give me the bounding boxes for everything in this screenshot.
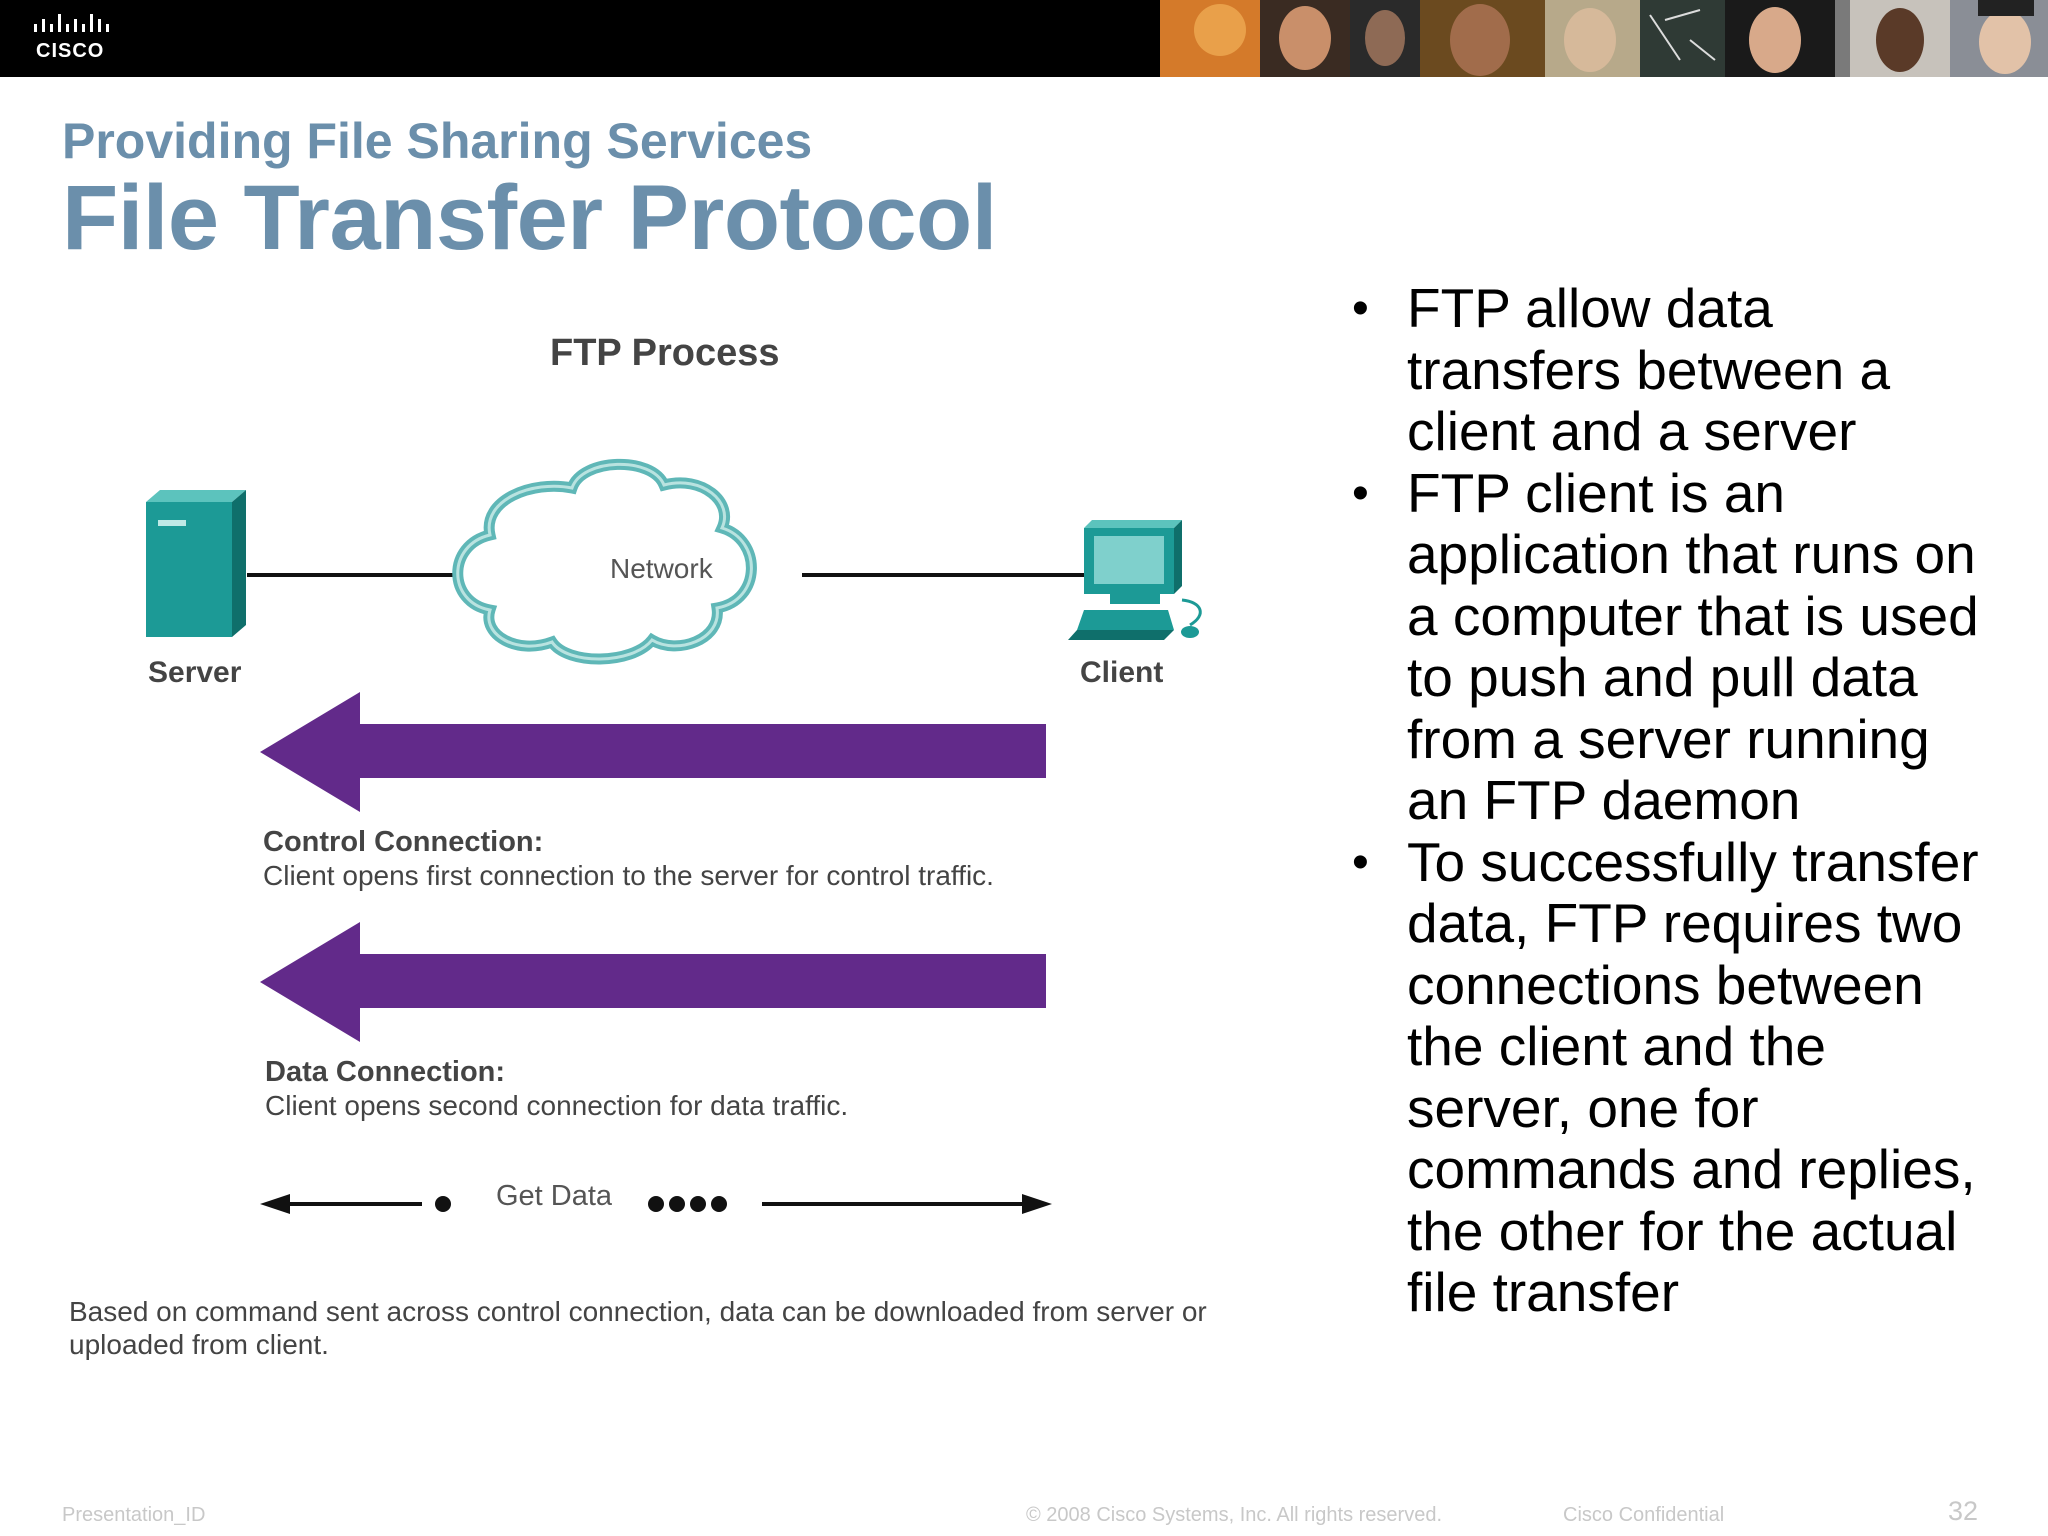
- footer-presentation-id: Presentation_ID: [62, 1504, 206, 1526]
- slide-subtitle: Providing File Sharing Services: [62, 113, 813, 169]
- page-number: 32: [1948, 1496, 1979, 1526]
- data-connection-text: Client opens second connection for data …: [265, 1090, 849, 1121]
- cisco-logo-bars-icon: [34, 14, 109, 32]
- bullet-text: To successfully transfer data, FTP requi…: [1407, 830, 1979, 1323]
- client-label: Client: [1080, 656, 1164, 689]
- control-connection-heading: Control Connection:: [263, 826, 544, 858]
- diagram-note: Based on command sent across control con…: [69, 1296, 1207, 1360]
- control-connection-arrow: [260, 692, 1046, 812]
- logo-text: CISCO: [36, 40, 105, 62]
- bullet-dot-icon: •: [1352, 835, 1369, 889]
- bullet-dot-icon: •: [1352, 466, 1369, 520]
- control-connection-text: Client opens first connection to the ser…: [263, 860, 994, 891]
- diagram-title: FTP Process: [550, 332, 780, 374]
- client-computer-icon: [1068, 520, 1202, 640]
- data-connection-heading: Data Connection:: [265, 1056, 506, 1088]
- network-label: Network: [610, 553, 713, 584]
- photo-strip-image: [1160, 0, 2048, 77]
- server-label: Server: [148, 656, 242, 689]
- header-bar: CISCO: [0, 0, 2048, 77]
- bullet-text: FTP allow data transfers between a clien…: [1407, 277, 1891, 462]
- footer-confidential: Cisco Confidential: [1563, 1504, 1725, 1526]
- get-data-arrow: [260, 1194, 1052, 1214]
- bullet-item: • FTP client is an application that runs …: [1352, 461, 2002, 832]
- footer-copyright: © 2008 Cisco Systems, Inc. All rights re…: [1026, 1504, 1443, 1526]
- ftp-process-diagram: FTP Process Network Server Client Contro…: [62, 280, 1282, 1390]
- slide-title: File Transfer Protocol: [62, 167, 997, 269]
- data-connection-arrow: [260, 922, 1046, 1042]
- server-icon: [146, 490, 246, 637]
- bullet-item: • FTP allow data transfers between a clie…: [1352, 277, 2002, 463]
- cisco-logo: CISCO: [30, 14, 120, 64]
- network-cloud-icon: [452, 458, 757, 665]
- diagram-graphics: [146, 458, 1202, 1214]
- bullet-text: FTP client is an application that runs o…: [1407, 461, 1979, 831]
- bullet-dot-icon: •: [1352, 282, 1369, 335]
- bullet-item: • To successfully transfer data, FTP requ…: [1352, 830, 2002, 1324]
- get-data-label: Get Data: [496, 1180, 613, 1212]
- bullet-list: • FTP allow data transfers between a clie…: [1352, 277, 2002, 1324]
